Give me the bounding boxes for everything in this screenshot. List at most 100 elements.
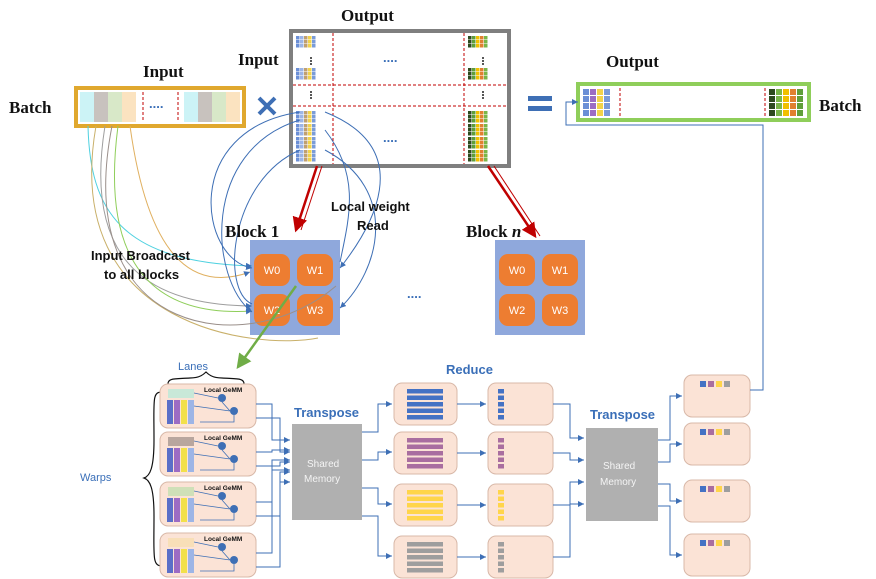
warp-w2-block-1: W2 xyxy=(254,294,290,326)
connector-arrow xyxy=(658,393,682,441)
connector-arrow xyxy=(256,447,290,453)
ellipsis-dot xyxy=(310,60,312,62)
output-cell xyxy=(776,89,782,95)
ellipsis-dot xyxy=(482,94,484,96)
result-panel xyxy=(683,422,751,466)
reduce-output-panel xyxy=(487,483,554,527)
output-cell xyxy=(769,89,775,95)
batch-right-label: Batch xyxy=(819,96,862,115)
connector-arrow xyxy=(256,459,290,467)
output-top-title: Output xyxy=(341,6,394,25)
connector-arrow xyxy=(256,403,290,443)
weight-cell-right xyxy=(468,111,488,123)
warp-label: W3 xyxy=(307,305,324,317)
equals-icon xyxy=(528,96,552,111)
transpose-label-1: Transpose xyxy=(294,405,360,420)
connector-arrow xyxy=(256,479,290,568)
warp-panel: Local GeMM xyxy=(159,532,257,578)
connector-arrow xyxy=(658,505,682,558)
connector-arrow xyxy=(256,467,290,554)
output-cell xyxy=(797,89,803,95)
connector-arrow xyxy=(362,401,392,433)
warp-panel: Local GeMM xyxy=(159,431,257,477)
output-cell xyxy=(583,96,589,102)
reduce-label: Reduce xyxy=(446,362,493,377)
output-cell xyxy=(797,103,803,109)
output-cell xyxy=(583,110,589,116)
green-arrow xyxy=(236,285,298,370)
output-cell xyxy=(597,110,603,116)
warp-label: W3 xyxy=(552,305,569,317)
reduce-input-panel xyxy=(393,431,458,475)
final-arrow xyxy=(565,99,764,391)
weight-cell-right xyxy=(468,137,488,149)
shared-memory-1-line1: Shared xyxy=(307,459,340,470)
output-cell xyxy=(790,96,796,102)
connector-arrow xyxy=(553,501,584,558)
shared-memory-1 xyxy=(292,424,362,520)
matrix-dots-top: .... xyxy=(383,50,398,65)
warp-w0-block-1: W0 xyxy=(254,254,290,286)
output-cell xyxy=(590,96,596,102)
weight-cell-left xyxy=(296,68,316,80)
local-weight-label: Local weight xyxy=(331,199,410,214)
input-mid-title: Input xyxy=(238,50,279,69)
output-cell xyxy=(604,110,610,116)
connector-arrow xyxy=(553,452,584,463)
multiply-icon xyxy=(257,96,277,116)
warp-label: W1 xyxy=(307,265,324,277)
local-gemm-label: Local GeMM xyxy=(204,387,242,394)
reduce-output-panel xyxy=(487,535,554,579)
red-arrows xyxy=(292,165,541,239)
input-vector xyxy=(74,86,246,128)
weight-cell-left xyxy=(296,124,316,136)
output-cell xyxy=(590,110,596,116)
result-panel xyxy=(683,479,751,523)
local-weight-read-label: Read xyxy=(357,218,389,233)
shared-memory-2 xyxy=(586,428,658,521)
ellipsis-dot xyxy=(482,91,484,93)
connector-arrow xyxy=(256,469,290,517)
warps-label: Warps xyxy=(80,472,112,484)
transpose-label-2: Transpose xyxy=(590,407,656,422)
lanes-brace xyxy=(167,371,245,385)
warp-panel: Local GeMM xyxy=(159,481,257,527)
ellipsis-dot xyxy=(310,94,312,96)
output-cell xyxy=(776,110,782,116)
input-broadcast-label: Input Broadcast xyxy=(91,248,190,263)
broadcast-curves xyxy=(87,111,381,342)
warp-label: W0 xyxy=(509,265,526,277)
weight-cell-left xyxy=(296,137,316,149)
block-1-title: Block 1 xyxy=(225,222,280,241)
ellipsis-dot xyxy=(482,97,484,99)
connector-arrow xyxy=(553,403,584,441)
connector-arrow xyxy=(658,483,682,504)
weight-cell-left xyxy=(296,150,316,162)
shared-memory-1-line2: Memory xyxy=(304,474,341,485)
result-panel xyxy=(683,374,751,418)
reduce-output-panel xyxy=(487,382,554,426)
output-cell xyxy=(797,110,803,116)
output-cell xyxy=(590,103,596,109)
output-cell xyxy=(783,103,789,109)
output-cell xyxy=(583,89,589,95)
output-cell xyxy=(597,103,603,109)
warp-w1-block-n: W1 xyxy=(542,254,578,286)
warp-w3-block-n: W3 xyxy=(542,294,578,326)
output-vector xyxy=(576,82,811,122)
weight-matrix xyxy=(289,29,511,168)
block-n-title: Block n xyxy=(466,222,522,241)
warps-brace xyxy=(142,391,163,567)
output-cell xyxy=(769,110,775,116)
output-cell xyxy=(797,96,803,102)
ellipsis-dot xyxy=(310,63,312,65)
matrix-dots-bottom: .... xyxy=(383,130,398,145)
weight-cell-right xyxy=(468,68,488,80)
input-dots: .... xyxy=(149,96,164,111)
reduce-input-panel xyxy=(393,535,458,579)
reduce-output-panel xyxy=(487,431,554,475)
warp-label: W0 xyxy=(264,265,281,277)
output-cell xyxy=(769,103,775,109)
output-cell xyxy=(783,110,789,116)
output-cell xyxy=(597,96,603,102)
